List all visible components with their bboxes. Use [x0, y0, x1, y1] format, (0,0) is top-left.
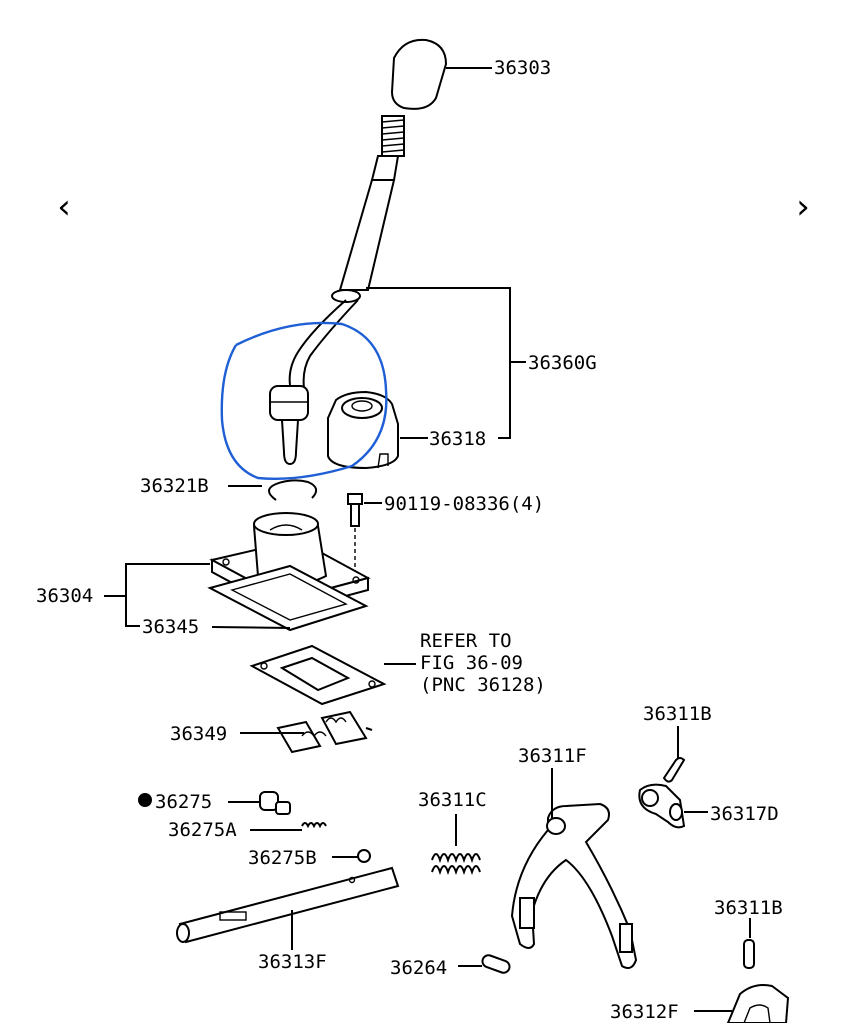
label-36313F: 36313F: [258, 951, 327, 973]
label-36321B: 36321B: [140, 475, 209, 497]
highlight-circle: [220, 321, 388, 480]
part-36312F: [726, 984, 790, 1024]
springs-36349: [276, 710, 373, 754]
head-36317D: [638, 783, 686, 829]
ball-36275B: [357, 849, 371, 863]
refer-line-3: (PNC 36128): [420, 674, 546, 696]
label-36303: 36303: [494, 57, 551, 79]
refer-line-1: REFER TO: [420, 630, 512, 652]
reference-plate: [249, 644, 387, 706]
shift-fork-36311F: [510, 802, 638, 969]
label-36345: 36345: [142, 616, 199, 638]
label-36311B-bottom: 36311B: [714, 897, 783, 919]
label-36311F: 36311F: [518, 745, 587, 767]
gasket-36345: [207, 564, 369, 632]
leader-36345: [211, 626, 291, 629]
label-36349: 36349: [170, 723, 227, 745]
bullet-36275: [138, 793, 152, 807]
shaft-36313F: [176, 866, 400, 944]
chevron-left-icon: ‹: [57, 187, 71, 227]
spring-36275A: [301, 822, 327, 829]
next-button[interactable]: ›: [783, 185, 823, 229]
label-36318: 36318: [429, 428, 486, 450]
refer-line-2: FIG 36-09: [420, 652, 523, 674]
previous-button[interactable]: ‹: [44, 185, 84, 229]
lever-thread: [381, 115, 405, 157]
bolt-90119: [347, 493, 363, 578]
label-36317D: 36317D: [710, 803, 779, 825]
snap-ring: [268, 479, 318, 501]
pin-36311B-top: [662, 757, 686, 783]
label-36275B: 36275B: [248, 847, 317, 869]
pin-36264: [481, 954, 511, 974]
label-36312F: 36312F: [610, 1001, 679, 1023]
label-36275A: 36275A: [168, 819, 237, 841]
label-36311B-top: 36311B: [643, 703, 712, 725]
label-36275: 36275: [155, 791, 212, 813]
shift-lever: [269, 155, 400, 466]
chevron-right-icon: ›: [796, 187, 810, 227]
label-36264: 36264: [390, 957, 447, 979]
label-36304: 36304: [36, 585, 93, 607]
label-36311C: 36311C: [418, 789, 487, 811]
shift-knob: [390, 38, 448, 110]
label-90119: 90119-08336(4): [384, 493, 544, 515]
pin-36311B-bottom: [743, 939, 755, 969]
label-36360G: 36360G: [528, 352, 597, 374]
bracket-36360G: [366, 287, 526, 439]
spring-36311C: [431, 853, 481, 876]
plug-36275: [259, 791, 291, 815]
